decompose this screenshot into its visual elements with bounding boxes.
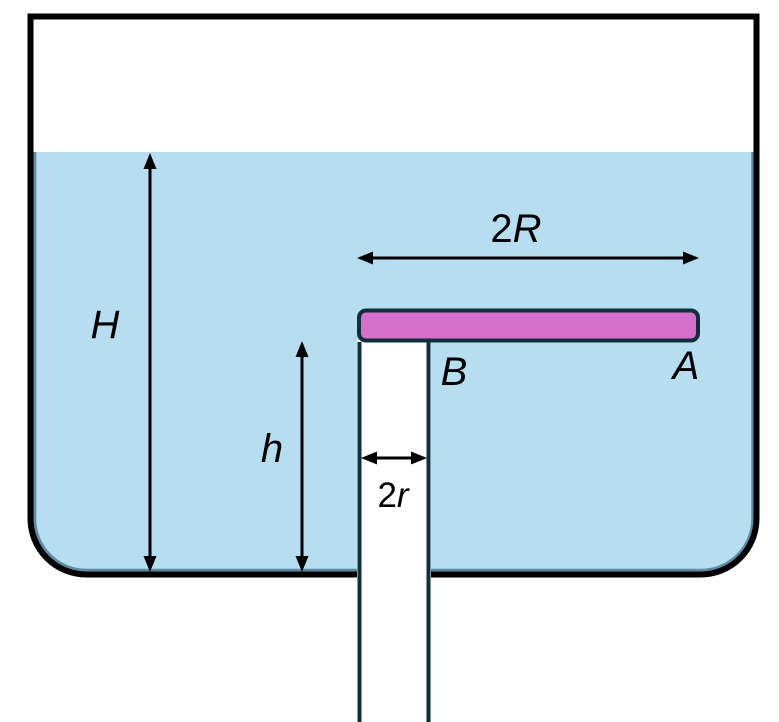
label-point-B: B bbox=[441, 350, 468, 394]
disk bbox=[357, 308, 700, 343]
arrowhead-down-icon bbox=[143, 556, 157, 572]
dimension-arrow-2R bbox=[357, 251, 699, 265]
arrowhead-left-icon bbox=[357, 251, 373, 265]
tank-outline bbox=[27, 13, 760, 578]
arrowhead-left-icon bbox=[361, 451, 377, 465]
arrowhead-right-icon bbox=[411, 451, 427, 465]
label-point-A: A bbox=[671, 344, 700, 388]
label-2r-symbol: r bbox=[397, 476, 410, 515]
arrowhead-down-icon bbox=[295, 556, 309, 572]
arrowhead-up-icon bbox=[143, 153, 157, 169]
tube-interior bbox=[357, 340, 431, 722]
label-2R-digit: 2 bbox=[490, 207, 512, 251]
label-2R-symbol: R bbox=[513, 207, 542, 251]
dimension-arrow-2r bbox=[361, 451, 427, 465]
arrowhead-right-icon bbox=[683, 251, 699, 265]
label-2r-digit: 2 bbox=[377, 476, 396, 515]
label-tube-diameter-2r: 2r bbox=[377, 476, 409, 515]
label-disk-diameter-2R: 2R bbox=[490, 207, 541, 251]
dimension-arrow-H bbox=[143, 153, 157, 572]
arrowhead-up-icon bbox=[295, 341, 309, 357]
dimension-arrow-h bbox=[295, 341, 309, 572]
label-tube-depth-h: h bbox=[261, 427, 283, 471]
label-liquid-height-H: H bbox=[91, 303, 120, 347]
